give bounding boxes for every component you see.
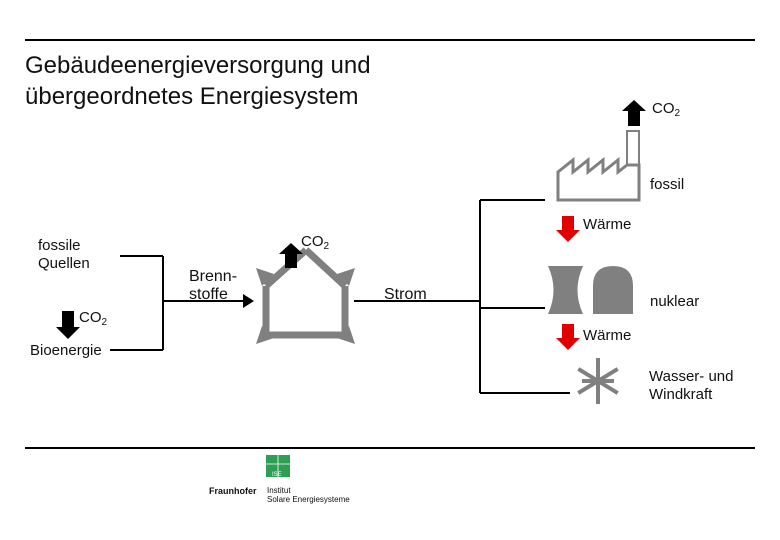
co2-emission-arrow-house [279,243,303,268]
fossil-label: fossil [650,176,685,193]
heat-arrow-bottom [556,324,580,350]
title-line-2: übergeordnetes Energiesystem [25,83,359,110]
house-heat-loss-arrows [256,268,355,344]
co2-label-house: CO2 [301,233,330,252]
title-line-1: Gebäudeenergieversorgung und [25,52,371,79]
supply-bracket [479,199,570,394]
slide-title: Gebäudeenergieversorgung und übergeordne… [25,50,545,112]
factory-icon [556,156,641,202]
house-icon [262,247,349,339]
sources-bracket [110,255,243,351]
co2-label-top: CO2 [652,100,681,119]
fraunhofer-wordmark: Fraunhofer [209,486,257,496]
nuklear-label: nuklear [650,293,700,310]
brennstoffe-label: Brenn- stoffe [189,268,238,303]
heat-arrow-top [556,216,580,242]
co2-emission-arrow-top [622,100,646,126]
institut-name: Institut Solare Energiesysteme [267,486,350,504]
co2-absorption-arrow [56,311,80,339]
wind-power-icon [577,358,619,404]
cooling-tower-icon [548,266,583,314]
reactor-dome-icon [593,266,633,314]
waerme-label-bottom: Wärme [583,327,632,344]
fuel-arrow [243,294,254,308]
fraunhofer-logo [266,455,290,477]
logo-badge-text: ISE [272,472,282,478]
wasser-wind-label: Wasser- und Windkraft [649,368,734,403]
waerme-label-top: Wärme [583,216,632,233]
chimney-icon [626,130,640,166]
co2-label-bio: CO2 [79,309,108,328]
strom-label: Strom [384,286,427,303]
bioenergie-label: Bioenergie [30,342,102,359]
fossile-quellen-label: fossile Quellen [38,237,90,272]
